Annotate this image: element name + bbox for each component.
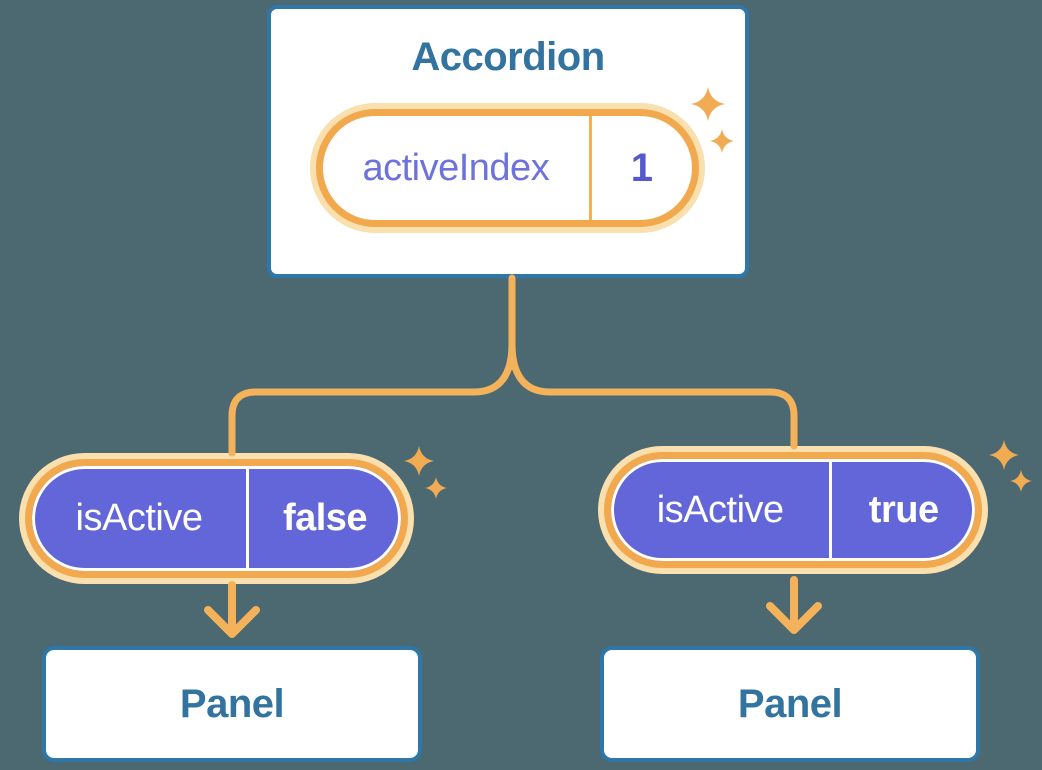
state-label: activeIndex [362, 146, 550, 189]
prop-value: true [868, 488, 939, 531]
state-pill-activeindex: activeIndex 1 [316, 109, 699, 227]
panel-card-left: Panel [42, 646, 422, 762]
pill-divider [588, 116, 592, 220]
pill-divider [829, 459, 833, 561]
prop-value: false [282, 497, 368, 539]
state-label-cell: activeIndex [323, 116, 589, 220]
prop-label: isActive [75, 497, 203, 539]
panel-card-right: Panel [600, 646, 980, 762]
connector-branch-right [508, 340, 798, 450]
prop-label-cell: isActive [32, 466, 246, 571]
prop-value-cell: true [832, 459, 975, 561]
panel-title: Panel [179, 681, 285, 726]
prop-label-cell: isActive [611, 459, 829, 561]
prop-pill-left: isActive false [25, 459, 408, 578]
prop-value-cell: false [249, 466, 401, 571]
accordion-card: Accordion activeIndex 1 [267, 5, 749, 278]
pill-divider [246, 466, 250, 571]
sparkle-icon [404, 446, 434, 476]
arrow-left [204, 581, 260, 638]
prop-label: isActive [656, 488, 784, 531]
state-value: 1 [630, 145, 653, 190]
accordion-title: Accordion [411, 35, 605, 79]
state-value-cell: 1 [592, 116, 692, 220]
prop-pill-right: isActive true [604, 452, 982, 568]
sparkle-icon [425, 477, 447, 499]
arrow-right [766, 576, 822, 634]
sparkle-icon [1010, 470, 1032, 492]
sparkle-icon [989, 440, 1019, 470]
connector-branch-left [228, 340, 516, 457]
panel-title: Panel [737, 681, 843, 726]
